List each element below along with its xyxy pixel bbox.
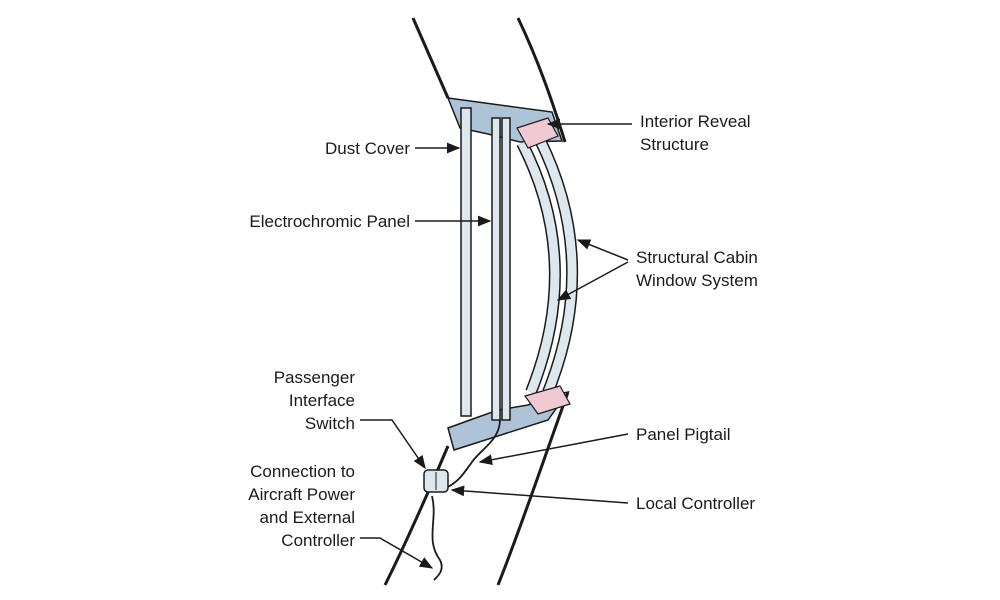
label-dust-cover: Dust Cover: [324, 139, 410, 158]
fuselage-inner-wall-lower: [383, 445, 450, 586]
fuselage-inner-wall-upper: [411, 17, 450, 99]
electrochromic-pane-a: [491, 117, 501, 421]
label-local-controller: Local Controller: [636, 494, 756, 513]
label-connection: Connection to Aircraft Power and Externa…: [248, 462, 355, 550]
dust-cover-pane: [460, 107, 472, 417]
seal-bottom: [524, 385, 571, 415]
fuselage-outer-wall-lower: [496, 391, 570, 586]
label-interior-reveal: Interior Reveal Structure: [640, 112, 751, 154]
leader-structural-b: [556, 261, 629, 301]
electrochromic-pane-b: [501, 117, 511, 421]
leader-connection: [360, 537, 434, 569]
structural-outer-pane-fill: [535, 138, 577, 394]
label-panel-pigtail: Panel Pigtail: [636, 425, 731, 444]
structural-inner-pane-fill: [517, 140, 560, 394]
label-structural-cabin: Structural Cabin Window System: [636, 248, 758, 290]
panel-pigtail-cable: [445, 419, 501, 489]
power-cable: [431, 495, 443, 581]
leader-panel-pigtail: [478, 433, 629, 466]
leader-local-controller: [450, 485, 629, 504]
label-passenger-switch: Passenger Interface Switch: [273, 368, 355, 433]
fuselage-outer-wall-upper: [516, 17, 567, 143]
label-electrochromic-panel: Electrochromic Panel: [249, 212, 410, 231]
leader-passenger-switch: [360, 419, 426, 470]
leader-structural-a: [576, 239, 629, 261]
